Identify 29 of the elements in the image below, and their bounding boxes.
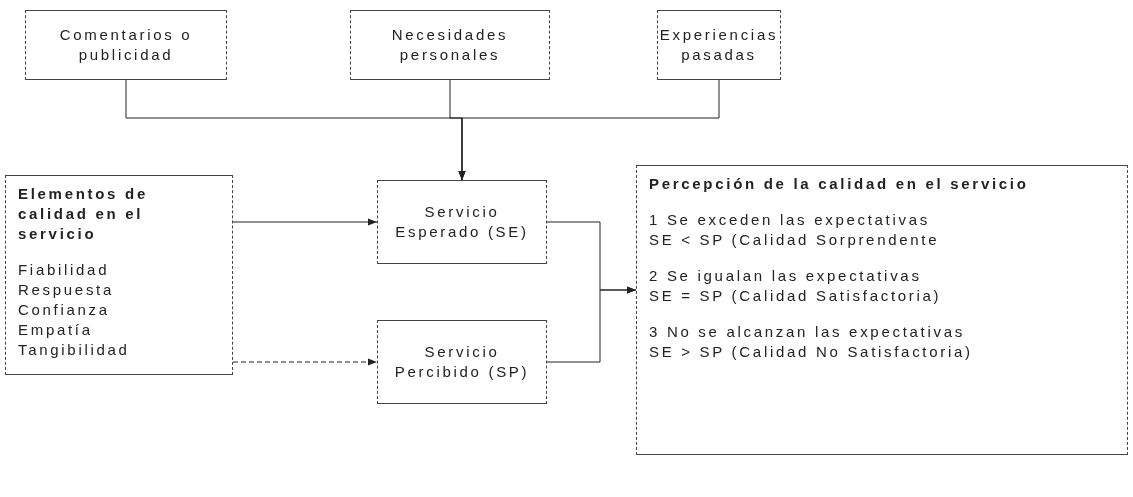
box-heading: Elementos de calidad en el servicio (18, 184, 149, 244)
box-text: 1 Se exceden las expectativas (649, 210, 931, 230)
arrow (232, 358, 378, 366)
box-text: Necesidades personales (390, 25, 510, 65)
box-text: SE = SP (Calidad Satisfactoria) (649, 286, 943, 306)
box-text: SE > SP (Calidad No Satisfactoria) (649, 342, 974, 362)
arrow (546, 286, 637, 363)
box-text: 3 No se alcanzan las expectativas (649, 322, 966, 342)
box-text: Confianza (18, 300, 111, 320)
box-text: Fiabilidad (18, 260, 111, 280)
process-box (377, 180, 547, 264)
box-text: Comentarios o publicidad (58, 25, 194, 65)
process-box (377, 320, 547, 404)
process-box (25, 10, 227, 80)
box-text: Respuesta (18, 280, 115, 300)
box-text: Servicio Percibido (SP) (393, 342, 531, 382)
process-box (350, 10, 550, 80)
process-box (657, 10, 781, 80)
arrow (232, 218, 378, 226)
box-heading: Percepción de la calidad en el servicio (649, 174, 1030, 194)
box-text: Empatía (18, 320, 94, 340)
arrow (458, 79, 720, 181)
box-text: SE < SP (Calidad Sorprendente (649, 230, 941, 250)
text-box (636, 165, 1128, 455)
box-text: Experiencias pasadas (659, 25, 779, 65)
box-text: Servicio Esperado (SE) (394, 202, 530, 242)
box-text: 2 Se igualan las expectativas (649, 266, 923, 286)
text-box (5, 175, 233, 375)
box-text: Tangibilidad (18, 340, 131, 360)
